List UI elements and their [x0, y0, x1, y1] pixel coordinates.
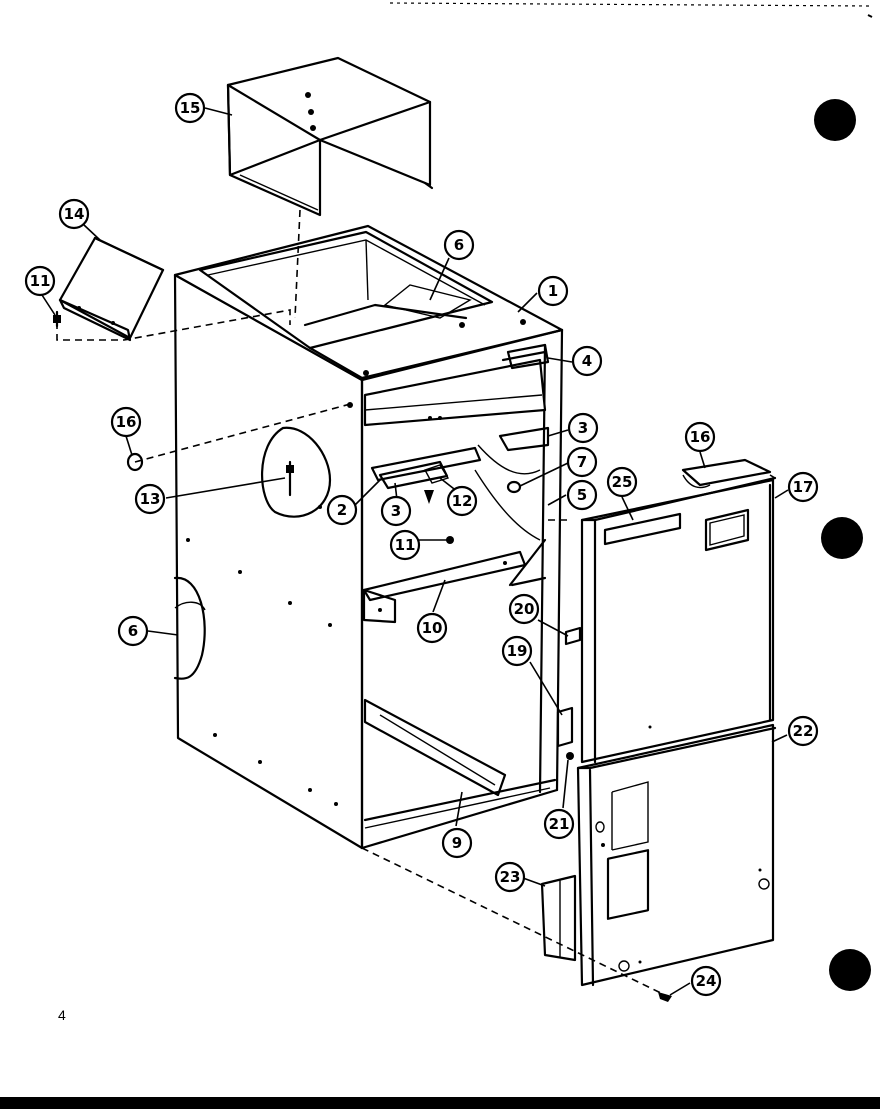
callout-22: 22 — [787, 715, 819, 747]
callout-label: 15 — [180, 99, 201, 117]
callout-12: 12 — [446, 485, 478, 517]
bracket-part — [58, 236, 165, 342]
callout-14: 14 — [58, 198, 90, 230]
callout-label: 20 — [514, 600, 535, 618]
callout-label: 6 — [128, 622, 138, 640]
top-cover-part — [226, 56, 434, 217]
callout-6: 6 — [443, 229, 475, 261]
callout-label: 12 — [452, 492, 473, 510]
callout-16: 16 — [110, 406, 142, 438]
callout-label: 24 — [696, 972, 717, 990]
page-number: 4 — [58, 1007, 66, 1023]
callout-label: 9 — [452, 834, 462, 852]
callout-19: 19 — [501, 635, 533, 667]
callout-label: 11 — [395, 536, 416, 554]
cabinet-part — [173, 224, 582, 850]
callout-20: 20 — [508, 593, 540, 625]
callout-label: 4 — [582, 352, 592, 370]
callout-3: 3 — [567, 412, 599, 444]
callout-21: 21 — [543, 808, 575, 840]
callout-11: 11 — [24, 265, 56, 297]
callout-1: 1 — [537, 275, 569, 307]
callout-label: 5 — [577, 486, 587, 504]
callout-24: 24 — [690, 965, 722, 997]
callout-label: 13 — [140, 490, 161, 508]
callout-label: 3 — [578, 419, 588, 437]
callout-25: 25 — [606, 466, 638, 498]
callout-4: 4 — [571, 345, 603, 377]
callout-3: 3 — [380, 495, 412, 527]
callout-label: 2 — [337, 501, 347, 519]
callout-9: 9 — [441, 827, 473, 859]
callout-6: 6 — [117, 615, 149, 647]
callout-2: 2 — [326, 494, 358, 526]
callout-label: 25 — [612, 473, 633, 491]
callout-label: 10 — [422, 619, 443, 637]
callout-label: 17 — [793, 478, 814, 496]
callout-13: 13 — [134, 483, 166, 515]
callout-label: 21 — [549, 815, 570, 833]
upper-door-part — [580, 458, 777, 764]
callout-15: 15 — [174, 92, 206, 124]
callout-7: 7 — [566, 446, 598, 478]
callout-23: 23 — [494, 861, 526, 893]
callout-label: 14 — [64, 205, 85, 223]
callout-label: 16 — [690, 428, 711, 446]
callout-label: 6 — [454, 236, 464, 254]
callout-10: 10 — [416, 612, 448, 644]
callout-label: 16 — [116, 413, 137, 431]
callout-5: 5 — [566, 479, 598, 511]
callout-label: 19 — [507, 642, 528, 660]
callout-label: 3 — [391, 502, 401, 520]
callout-label: 1 — [548, 282, 558, 300]
callout-16: 16 — [684, 421, 716, 453]
callout-17: 17 — [787, 471, 819, 503]
lower-door-part — [540, 723, 777, 1002]
callout-label: 23 — [500, 868, 521, 886]
callout-label: 7 — [577, 453, 587, 471]
assembly-lines — [56, 209, 776, 996]
callout-label: 11 — [30, 272, 51, 290]
callout-11: 11 — [389, 529, 421, 561]
callout-label: 22 — [793, 722, 814, 740]
